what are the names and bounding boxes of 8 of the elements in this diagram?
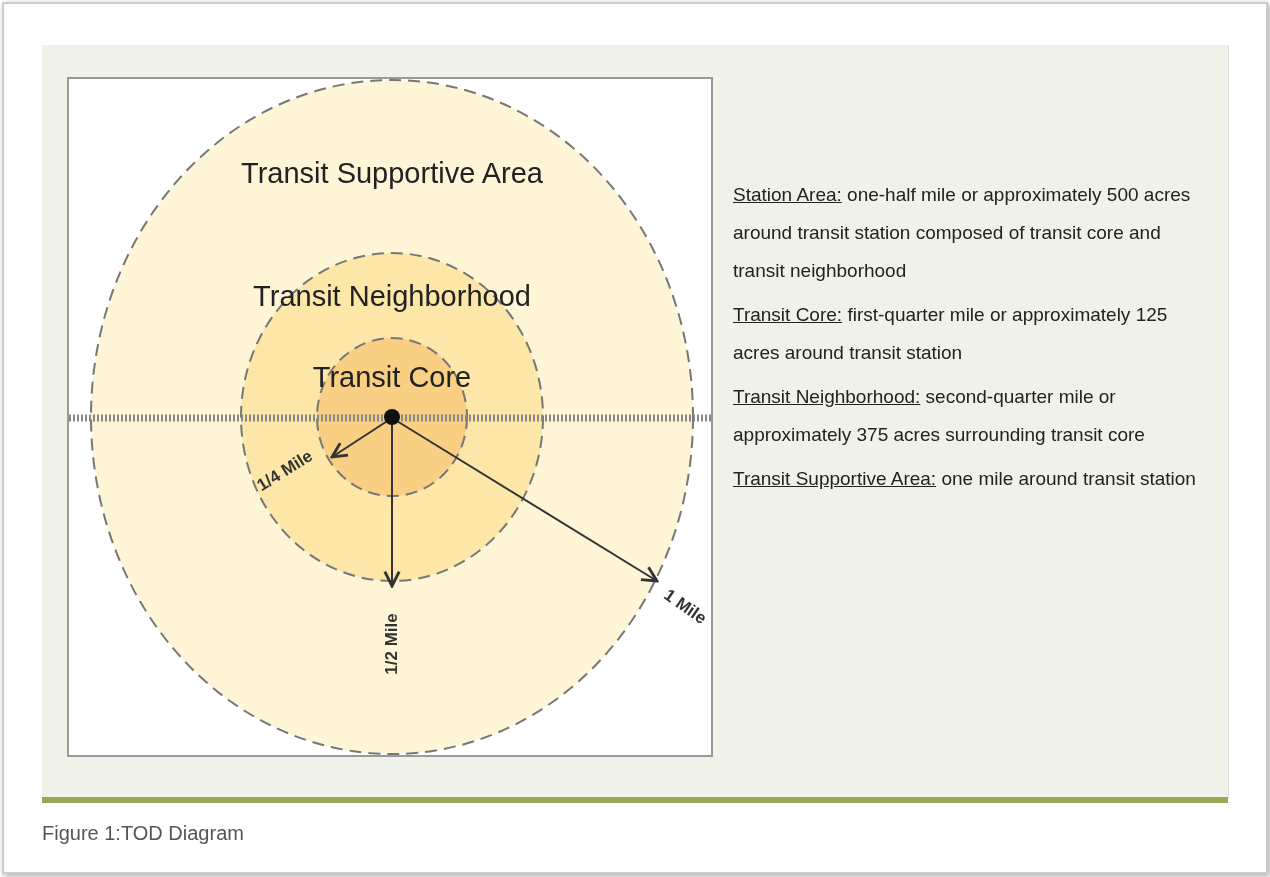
zone-label: Transit Supportive Area	[241, 157, 543, 190]
zone-label: Transit Neighborhood	[253, 280, 531, 313]
distance-label: 1/4 Mile	[253, 446, 317, 496]
distance-label: 1 Mile	[659, 585, 711, 629]
caption: Figure 1:TOD Diagram	[42, 822, 244, 845]
zone-label: Transit Core	[312, 361, 472, 394]
distance-label: 1/2 Mile	[382, 613, 402, 675]
definition-text: Transit Supportive Area: one mile around transit station	[733, 467, 1197, 491]
